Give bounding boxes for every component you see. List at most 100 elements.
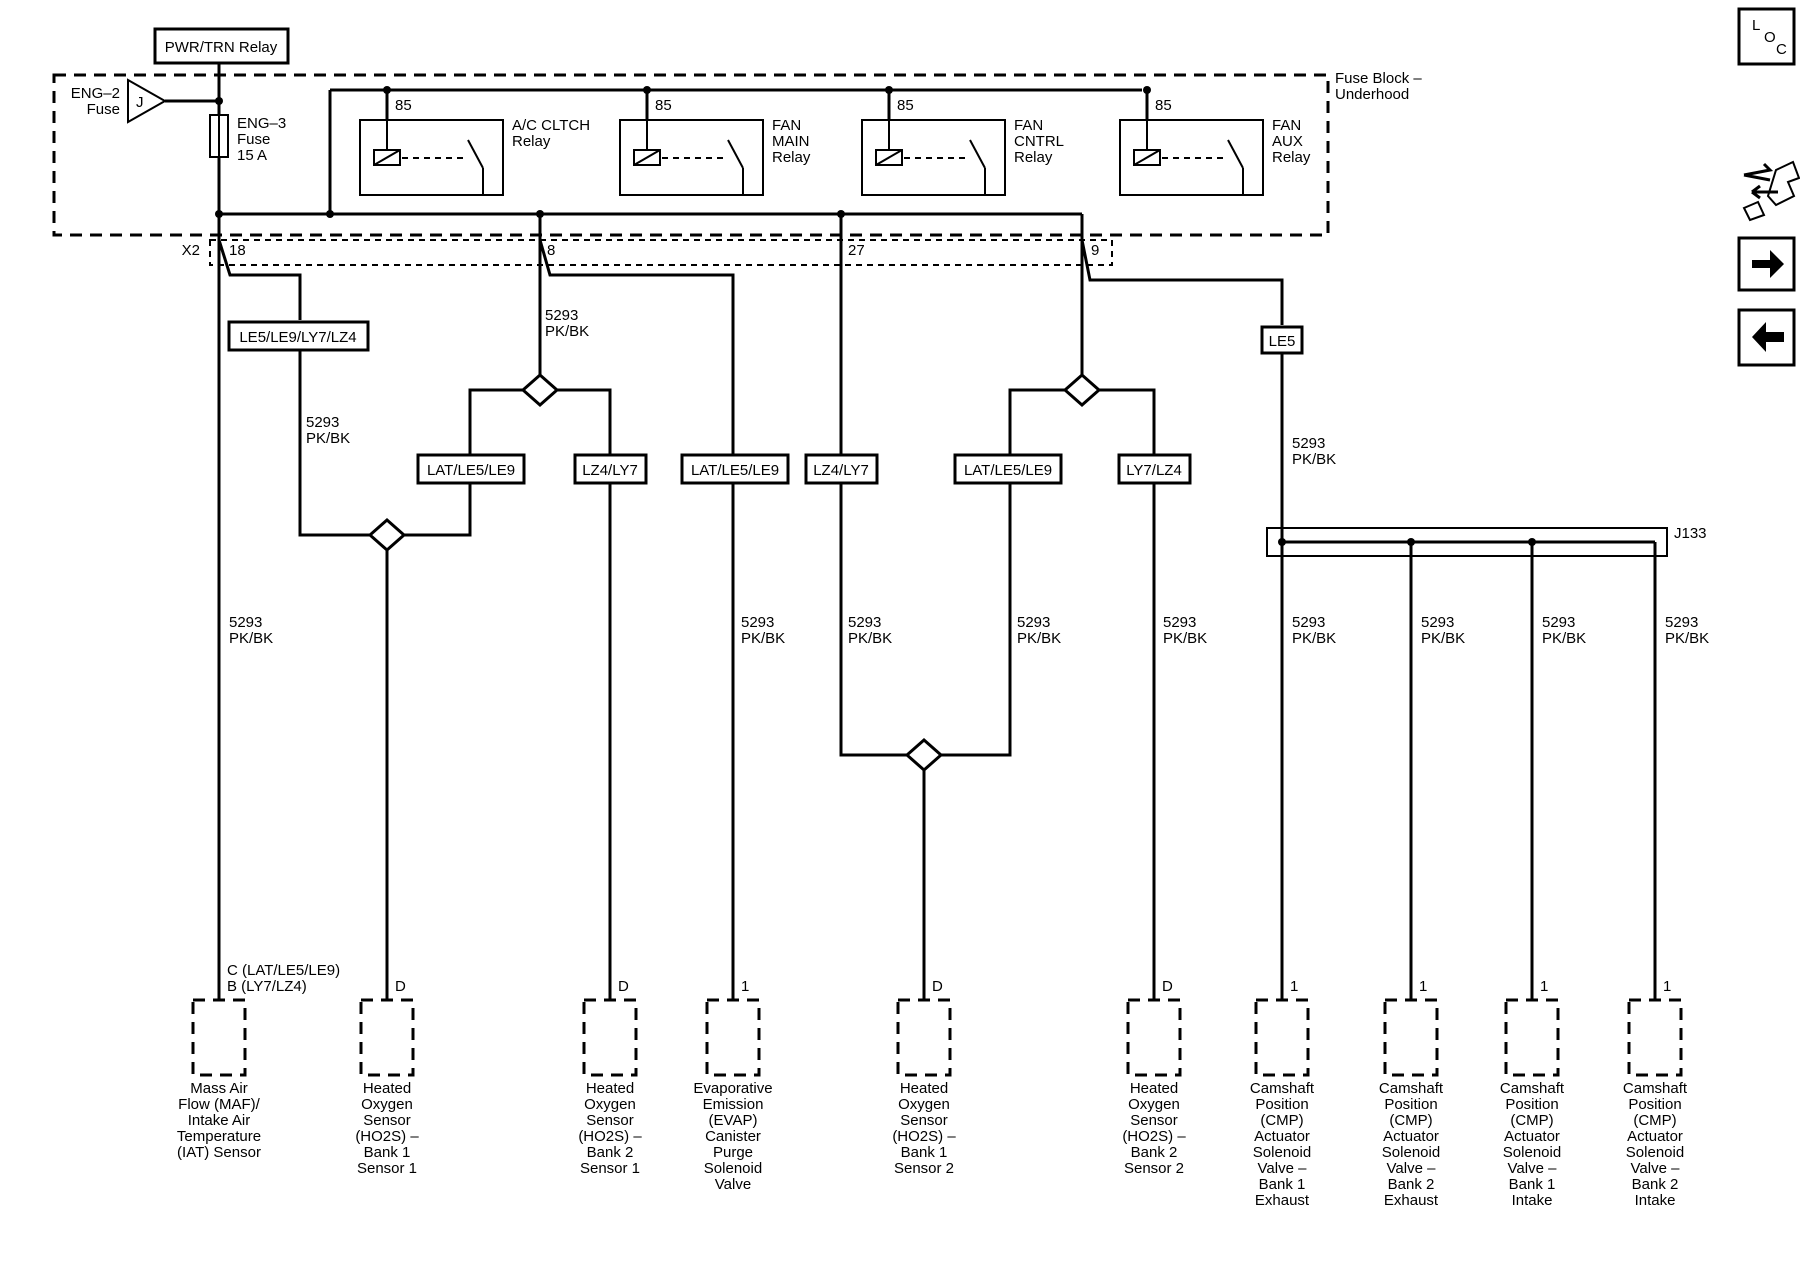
component-name-line: (HO2S) – [892,1128,956,1145]
nav-panel: L O C [1737,7,1800,367]
component-name-line: Oxygen [1128,1096,1180,1113]
wire-branch-e [839,483,907,757]
pwr-trn-relay-box [153,27,290,65]
eng2-label-2: Fuse [87,101,120,118]
component-pin: 1 [1290,978,1298,995]
component-name-line: Emission [703,1096,764,1113]
option-label-2: LAT/LE5/LE9 [427,462,515,479]
component-name-line: Actuator [1383,1128,1439,1145]
relay-label-line: AUX [1272,133,1303,150]
component-name-line: Sensor [363,1112,411,1129]
eng2-label-1: ENG–2 [71,85,120,102]
prev-button-frame [1737,308,1796,367]
component-pin: D [618,978,629,995]
relay-outline [861,119,1006,196]
component-name-line: Solenoid [704,1160,762,1177]
junction-dot [215,97,223,105]
component-name-line: Purge [713,1144,753,1161]
fuse-block-outline [52,73,1330,237]
circuit-number: 5293 [1292,614,1325,631]
splice-j133-label: J133 [1674,525,1707,542]
component-name-line: Bank 2 [1131,1144,1178,1161]
component-name-line: Bank 2 [1632,1176,1679,1193]
loc-button[interactable]: L O C [1737,7,1796,66]
relay-pin: 85 [1155,97,1172,114]
circuit-number: 5293 [1017,614,1050,631]
component-pin: B (LY7/LZ4) [227,978,307,995]
relay-label-line: Relay [772,149,811,166]
component-name-line: Camshaft [1500,1080,1565,1097]
wire-pin8-evap [538,239,735,455]
component-name-line: (CMP) [1510,1112,1553,1129]
splice-diamond-4 [1062,372,1102,408]
component-name-line: (HO2S) – [578,1128,642,1145]
circuit-color: PK/BK [848,630,892,647]
connector-x2-outline [209,239,1113,266]
relay-coil-mark [1133,149,1161,166]
arrow-left-icon[interactable] [1737,308,1796,367]
relay-pin: 85 [897,97,914,114]
component-name-line: Valve [715,1176,751,1193]
component-name-line: Bank 1 [1509,1176,1556,1193]
connector-pin-18: 18 [229,242,246,259]
circuit-color: PK/BK [1163,630,1207,647]
wire-branch-c [468,388,523,455]
component-9: 1CamshaftPosition(CMP)ActuatorSolenoidVa… [1500,978,1565,1209]
relay-switch [727,139,744,169]
relay-label-line: FAN [772,117,801,134]
circuit-number: 5293 [229,614,262,631]
relay-label-line: MAIN [772,133,810,150]
component-10: 1CamshaftPosition(CMP)ActuatorSolenoidVa… [1623,978,1688,1209]
component-outline [582,998,638,1077]
component-name-line: Valve – [1258,1160,1308,1177]
tools-icon[interactable] [1742,160,1800,222]
arrow-right-icon[interactable] [1737,236,1796,292]
wire-18-branch [217,239,302,320]
component-pin: D [1162,978,1173,995]
component-name-line: Valve – [1508,1160,1558,1177]
circuit-number: 5293 [1292,435,1325,452]
component-name-line: Bank 2 [1388,1176,1435,1193]
component-pin: 1 [1540,978,1548,995]
relay-coil-mark [373,149,401,166]
wire-branch-a [298,350,370,537]
component-name-line: Sensor [900,1112,948,1129]
component-name-line: Position [1628,1096,1681,1113]
relay-label-line: Relay [1272,149,1311,166]
circuit-color: PK/BK [1292,630,1336,647]
relay-label-line: Relay [512,133,551,150]
option-label-6: LAT/LE5/LE9 [964,462,1052,479]
fuse-block-label-2: Underhood [1335,86,1409,103]
component-name-line: Solenoid [1382,1144,1440,1161]
circuit-number: 5293 [1542,614,1575,631]
component-outline [191,998,247,1077]
loc-button-frame [1737,7,1796,66]
component-pin: 1 [741,978,749,995]
splice-j133 [1266,527,1668,557]
component-8: 1CamshaftPosition(CMP)ActuatorSolenoidVa… [1379,978,1444,1209]
component-name-line: Exhaust [1255,1192,1310,1209]
component-name-line: Actuator [1254,1128,1310,1145]
component-name-line: Heated [1130,1080,1178,1097]
circuit-number: 5293 [1421,614,1454,631]
component-name-line: Valve – [1631,1160,1681,1177]
option-label-3: LZ4/LY7 [582,462,638,479]
component-outline [896,998,952,1077]
circuit-number: 5293 [741,614,774,631]
component-name-line: Heated [586,1080,634,1097]
relay-switch [1227,139,1244,169]
component-name-line: (HO2S) – [1122,1128,1186,1145]
eng3-label-3: 15 A [237,147,267,164]
